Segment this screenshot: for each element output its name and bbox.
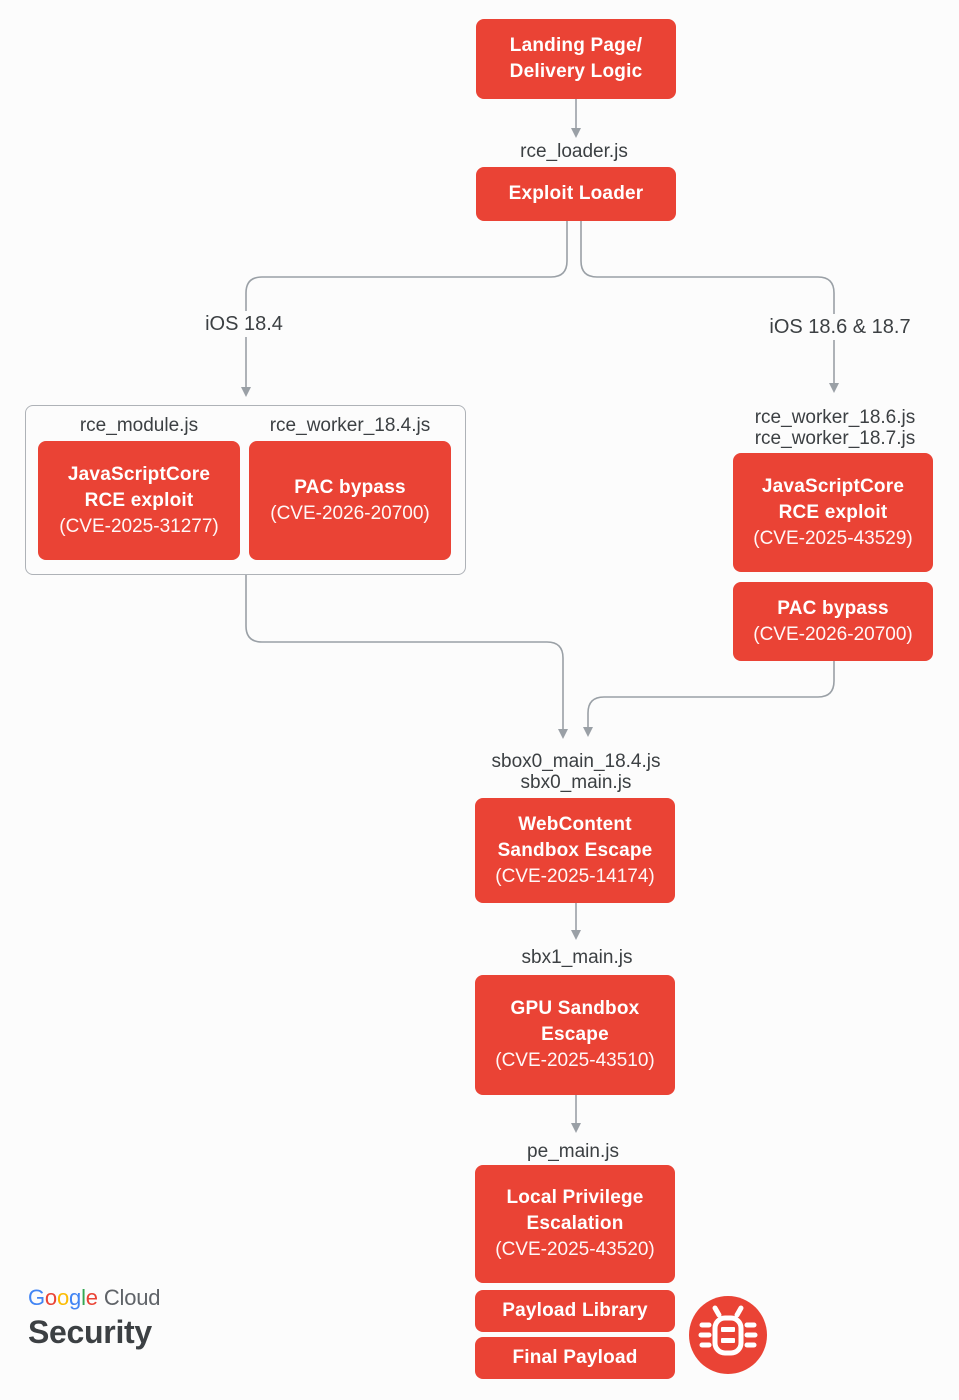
node-exploit-loader-title: Exploit Loader [508,183,644,204]
node-final-payload-title: Final Payload [512,1347,638,1368]
node-final-payload: Final Payload [475,1337,675,1379]
arrow-pac1867-to-sbox0 [583,661,835,737]
node-jsc-rce-18-6-7-cve: (CVE-2025-43529) [753,527,913,549]
node-pac-bypass-18-6-7: PAC bypass (CVE-2026-20700) [733,582,933,661]
label-pe-main-js: pe_main.js [527,1141,619,1162]
cloud-wordmark: Cloud [103,1285,161,1310]
arrow-group184-to-sbox0 [245,575,568,739]
branch-label-ios-18-4: iOS 18.4 [200,311,288,337]
node-pac-bypass-18-4-cve: (CVE-2026-20700) [270,502,430,524]
node-landing-page-title: Landing Page/ Delivery Logic [509,35,643,82]
security-wordmark: Security [28,1314,152,1350]
bug-icon [689,1296,767,1374]
node-pac-bypass-18-4-title: PAC bypass [294,476,406,498]
node-webcontent-cve: (CVE-2025-14174) [495,865,655,887]
node-jsc-rce-18-6-7-title: JavaScriptCore RCE exploit [761,475,905,523]
arrow-loader-to-ios184 [241,221,568,397]
node-exploit-loader: Exploit Loader [476,167,676,221]
node-payload-library: Payload Library [475,1290,675,1332]
label-sbox0-main-js: sbox0_main_18.4.js sbx0_main.js [491,751,661,793]
node-webcontent-sandbox-escape: WebContent Sandbox Escape (CVE-2025-1417… [475,798,675,903]
node-lpe-cve: (CVE-2025-43520) [495,1239,655,1260]
label-rce-module-js: rce_module.js [79,415,199,436]
node-jsc-rce-exploit-18-4: JavaScriptCore RCE exploit (CVE-2025-312… [38,441,240,560]
node-webcontent-title: WebContent Sandbox Escape [497,813,653,861]
label-rce-worker-18-6-18-7-js: rce_worker_18.6.js rce_worker_18.7.js [754,407,916,449]
node-payload-library-title: Payload Library [502,1300,648,1321]
node-jsc-rce-exploit-18-6-7: JavaScriptCore RCE exploit (CVE-2025-435… [733,453,933,572]
node-jsc-rce-18-4-cve: (CVE-2025-31277) [59,515,219,537]
node-local-privilege-escalation: Local Privilege Escalation (CVE-2025-435… [475,1165,675,1283]
branch-label-ios-18-6-18-7: iOS 18.6 & 18.7 [764,314,916,340]
node-pac-bypass-18-4: PAC bypass (CVE-2026-20700) [249,441,451,560]
node-lpe-title: Local Privilege Escalation [506,1187,644,1234]
node-gpu-sandbox-escape: GPU Sandbox Escape (CVE-2025-43510) [475,975,675,1095]
arrow-loader-to-ios1867 [580,221,839,393]
node-landing-page: Landing Page/ Delivery Logic [476,19,676,99]
node-gpu-cve: (CVE-2025-43510) [495,1050,655,1071]
label-sbx1-main-js: sbx1_main.js [521,947,633,968]
label-rce-worker-18-4-js: rce_worker_18.4.js [269,415,431,436]
label-rce-loader-js: rce_loader.js [520,141,628,162]
node-gpu-title: GPU Sandbox Escape [510,998,640,1045]
node-jsc-rce-18-4-title: JavaScriptCore RCE exploit [67,463,211,511]
google-wordmark: Google [28,1285,98,1310]
node-pac-bypass-18-6-7-title: PAC bypass [777,597,889,619]
node-pac-bypass-18-6-7-cve: (CVE-2026-20700) [753,623,913,645]
